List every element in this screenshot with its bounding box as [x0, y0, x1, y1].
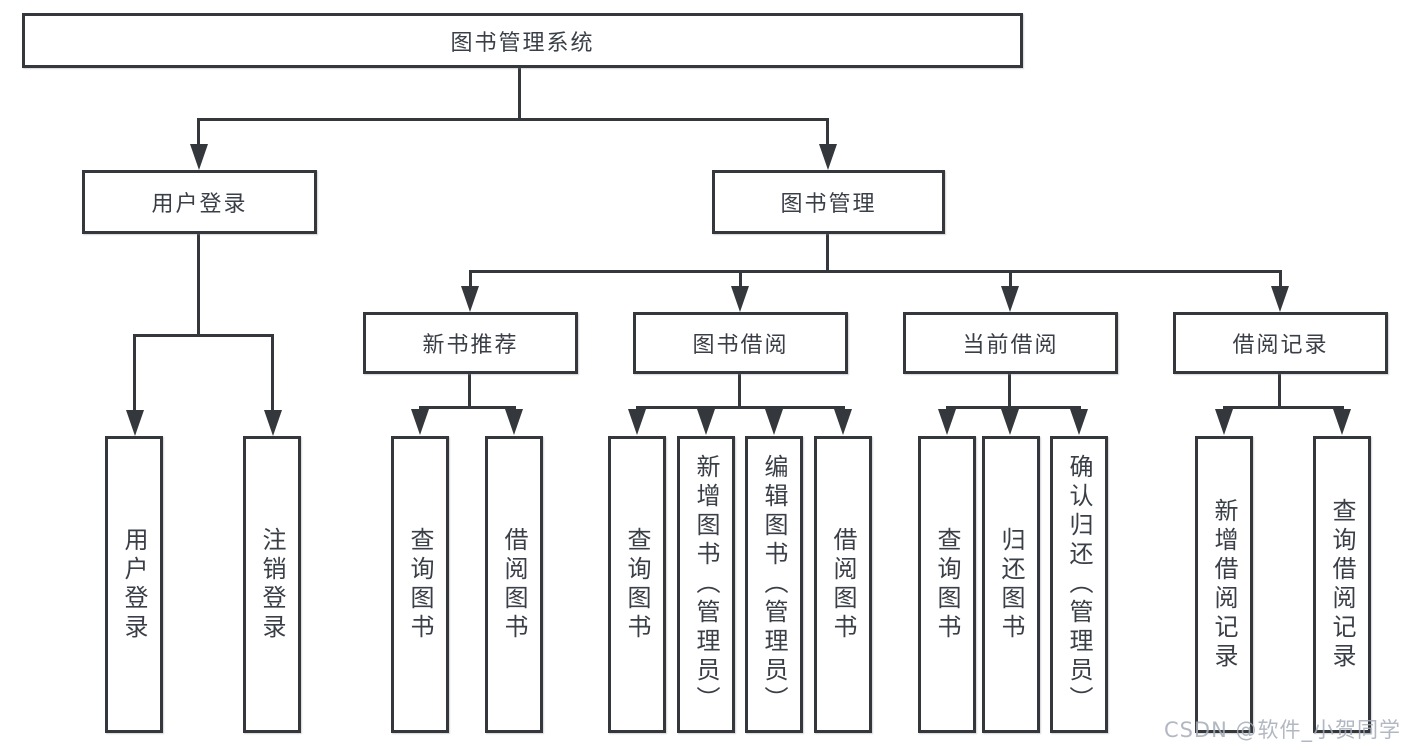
leaf-query-borrow-record-label: 查询借阅记录	[1328, 497, 1356, 672]
edge-bookmgmt-arm1	[469, 270, 472, 290]
node-current-borrowing: 当前借阅	[903, 312, 1118, 374]
leaf-borrow-books-borrowing: 借阅图书	[814, 436, 872, 733]
arrowhead-down-icon	[834, 409, 852, 435]
edge-records-branch	[1223, 406, 1344, 409]
arrowhead-down-icon	[1271, 286, 1289, 312]
csdn-watermark: CSDN @软件_小贺同学	[1163, 718, 1401, 742]
leaf-query-books-current-label: 查询图书	[933, 526, 961, 643]
node-current-borrowing-label: 当前借阅	[962, 333, 1059, 358]
edge-root-branch	[197, 118, 829, 121]
leaf-logout: 注销登录	[243, 436, 301, 733]
arrowhead-down-icon	[264, 410, 282, 436]
leaf-add-book-admin: 新增图书（管理员）	[677, 436, 735, 733]
leaf-logout-label: 注销登录	[258, 526, 286, 643]
node-book-management-label: 图书管理	[780, 192, 877, 217]
arrowhead-down-icon	[731, 286, 749, 312]
edge-current-drop	[1008, 374, 1011, 409]
node-borrow-records: 借阅记录	[1173, 312, 1388, 374]
arrowhead-down-icon	[938, 409, 956, 435]
leaf-add-borrow-record: 新增借阅记录	[1195, 436, 1253, 733]
leaf-borrow-books-newbook: 借阅图书	[485, 436, 543, 733]
node-user-login: 用户登录	[82, 170, 317, 234]
arrowhead-down-icon	[1215, 409, 1233, 435]
arrowhead-down-icon	[1333, 409, 1351, 435]
arrowhead-down-icon	[819, 144, 837, 170]
edge-userlogin-arm-right	[271, 334, 274, 414]
edge-root-arm-left	[197, 118, 200, 148]
edge-current-branch	[946, 406, 1081, 409]
node-root-label: 图书管理系统	[450, 30, 595, 56]
leaf-query-borrow-record: 查询借阅记录	[1313, 436, 1371, 733]
edge-root-arm-right	[826, 118, 829, 148]
edge-bookmgmt-arm2	[739, 270, 742, 290]
leaf-confirm-return-admin: 确认归还（管理员）	[1050, 436, 1108, 733]
node-user-login-label: 用户登录	[151, 192, 248, 217]
arrowhead-down-icon	[1070, 409, 1088, 435]
leaf-query-books-newbook: 查询图书	[391, 436, 449, 733]
edge-borrow-drop	[738, 374, 741, 409]
edge-bookmgmt-arm4	[1279, 270, 1282, 290]
edge-newbook-drop	[468, 374, 471, 409]
arrowhead-down-icon	[628, 409, 646, 435]
leaf-return-book: 归还图书	[982, 436, 1040, 733]
edge-bookmgmt-drop	[826, 234, 829, 273]
node-borrow-records-label: 借阅记录	[1232, 333, 1329, 358]
leaf-edit-book-admin: 编辑图书（管理员）	[745, 436, 803, 733]
arrowhead-down-icon	[190, 144, 208, 170]
leaf-user-login-label: 用户登录	[120, 526, 148, 643]
edge-userlogin-branch	[133, 334, 274, 337]
node-book-management: 图书管理	[712, 170, 945, 234]
arrowhead-down-icon	[1001, 286, 1019, 312]
leaf-query-books-borrowing-label: 查询图书	[623, 526, 651, 643]
arrowhead-down-icon	[461, 286, 479, 312]
node-book-borrowing-label: 图书借阅	[692, 333, 789, 358]
leaf-return-book-label: 归还图书	[997, 526, 1025, 643]
leaf-confirm-return-admin-label: 确认归还（管理员）	[1065, 454, 1093, 715]
edge-root-drop	[518, 68, 521, 119]
arrowhead-down-icon	[1001, 409, 1019, 435]
arrowhead-down-icon	[126, 410, 144, 436]
leaf-add-book-admin-label: 新增图书（管理员）	[692, 454, 720, 715]
edge-userlogin-drop	[197, 234, 200, 337]
node-root: 图书管理系统	[22, 13, 1023, 68]
leaf-borrow-books-newbook-label: 借阅图书	[500, 526, 528, 643]
leaf-user-login: 用户登录	[105, 436, 163, 733]
node-new-book-recommend-label: 新书推荐	[422, 333, 519, 358]
leaf-query-books-newbook-label: 查询图书	[406, 526, 434, 643]
edge-records-drop	[1278, 374, 1281, 409]
leaf-query-books-current: 查询图书	[918, 436, 976, 733]
edge-userlogin-arm-left	[133, 334, 136, 414]
edge-bookmgmt-branch	[469, 270, 1282, 273]
leaf-add-borrow-record-label: 新增借阅记录	[1210, 497, 1238, 672]
edge-newbook-branch	[419, 406, 516, 409]
arrowhead-down-icon	[697, 409, 715, 435]
leaf-borrow-books-borrowing-label: 借阅图书	[829, 526, 857, 643]
edge-bookmgmt-arm3	[1009, 270, 1012, 290]
node-book-borrowing: 图书借阅	[633, 312, 848, 374]
node-new-book-recommend: 新书推荐	[363, 312, 578, 374]
edge-borrow-branch	[636, 406, 845, 409]
leaf-query-books-borrowing: 查询图书	[608, 436, 666, 733]
arrowhead-down-icon	[505, 409, 523, 435]
leaf-edit-book-admin-label: 编辑图书（管理员）	[760, 454, 788, 715]
arrowhead-down-icon	[411, 409, 429, 435]
arrowhead-down-icon	[765, 409, 783, 435]
